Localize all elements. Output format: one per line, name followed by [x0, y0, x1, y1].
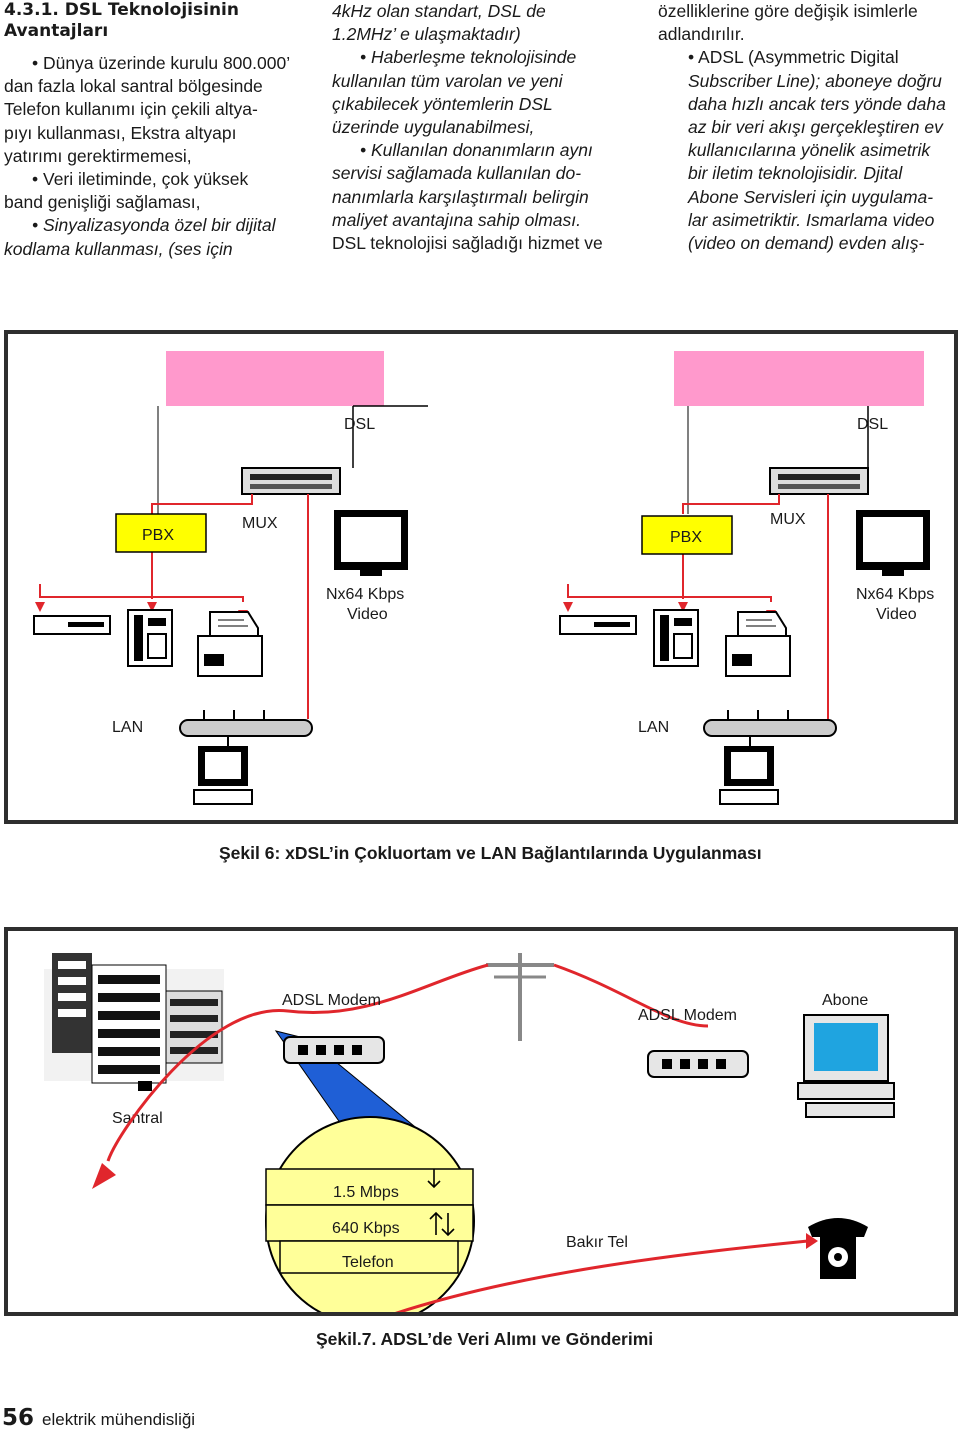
video-rate-label-right: Nx64 Kbps [856, 586, 934, 603]
copper-wire-label: Bakır Tel [566, 1234, 628, 1251]
mux-label-right: MUX [770, 511, 806, 528]
figure-7-diagram: Santral 1.5 Mbps 640 Kbps Telefon [44, 953, 895, 1326]
text-line: • Sinyalizasyonda özel bir dijital [32, 215, 276, 236]
text-line: kodlama kullanması, (ses için [4, 238, 233, 259]
utility-pole-icon [486, 953, 554, 1041]
lan-label-left: LAN [112, 719, 143, 736]
rate-label-upstream: 640 Kbps [332, 1220, 400, 1237]
text-line: kullanılan tüm varolan ve yeni [332, 70, 563, 91]
text-line: 4kHz olan standart, DSL de [332, 1, 546, 21]
text-column-3: özelliklerine göre değişik isimlerle adl… [658, 0, 960, 255]
terminal-device-icon [559, 615, 637, 635]
adsl-modem-icon [283, 1036, 385, 1064]
video-rate-label-left: Nx64 Kbps [326, 586, 404, 603]
band-1 [265, 1168, 474, 1206]
computer-icon [719, 746, 779, 805]
text-line: daha hızlı ancak ters yönde daha [688, 93, 946, 114]
adsl-modem-label-right: ADSL Modem [638, 1007, 737, 1024]
dsl-network-block-left [166, 351, 384, 406]
fax-machine-icon [725, 611, 791, 677]
text-line: Abone Servisleri için uygulama- [688, 186, 934, 207]
arrow-up-down-icon [429, 1211, 455, 1237]
text-line: kullanıcılarına yönelik asimetrik [688, 140, 931, 161]
section-heading: 4.3.1. DSL Teknolojisinin Avantajları [4, 0, 239, 41]
text-line: • ADSL (Asymmetric Digital [688, 47, 899, 68]
video-monitor-icon [856, 510, 930, 576]
text-line: • Kullanılan donanımların aynı [360, 140, 593, 161]
figure-6-caption: Şekil 6: xDSL’in Çokluortam ve LAN Bağla… [219, 843, 762, 863]
terminal-device-icon [33, 615, 111, 635]
text-line: nanımlarla karşılaştırmalı belirgin [332, 186, 589, 207]
pbx-label-left: PBX [142, 527, 174, 544]
pbx-box-left [115, 513, 207, 553]
mux-device-left [241, 467, 341, 495]
text-line: band genişliği sağlaması, [4, 192, 201, 213]
text-line: pıyı kullanması, Ekstra altyapı [4, 122, 237, 143]
dsl-network-block-right [674, 351, 924, 406]
adsl-modem-icon [647, 1050, 749, 1078]
mux-label-left: MUX [242, 515, 278, 532]
dsl-label-left: DSL [344, 416, 375, 433]
arrow-head-right [806, 1233, 818, 1249]
text-line: özelliklerine göre değişik isimlerle [658, 1, 918, 21]
adsl-modem-label-left: ADSL Modem [282, 992, 381, 1009]
telephone-icon [127, 609, 173, 667]
pbx-box-right [641, 515, 733, 555]
copper-wire [106, 963, 809, 1325]
abone-label: Abone [822, 992, 868, 1009]
santral-building-icon [44, 953, 224, 1091]
text-line: Telefon kullanımı için çekili altya- [4, 99, 258, 120]
text-line: 1.2MHz’ e ulaşmaktadır) [332, 24, 521, 45]
figure-7-adsl-data-flow: Santral 1.5 Mbps 640 Kbps Telefon [4, 927, 958, 1326]
text-line: dan fazla lokal santral bölgesinde [4, 76, 263, 97]
text-column-1: 4.3.1. DSL Teknolojisinin Avantajları • … [4, 0, 302, 261]
dsl-label-right: DSL [857, 416, 888, 433]
text-line: • Haberleşme teknolojisinde [360, 47, 577, 68]
text-line: lar asimetriktir. Ismarlama video [688, 209, 935, 230]
arrow-head-left [92, 1163, 116, 1189]
figure-6-xdsl-multimedia-lan: DSL DSL [4, 330, 958, 824]
text-line: Subscriber Line); aboneye doğru [688, 70, 942, 91]
text-line: • Dünya üzerinde kurulu 800.000’ [32, 53, 291, 73]
figure-6-diagram: DSL DSL [33, 351, 934, 805]
text-line: (video on demand) evden alış- [688, 233, 925, 254]
text-line: yatırımı gerektirmemesi, [4, 145, 192, 166]
arrow-down-icon [427, 1169, 441, 1189]
fax-machine-icon [197, 611, 263, 677]
rate-label-downstream: 1.5 Mbps [333, 1184, 399, 1201]
page-footer: 56 elektrik mühendisliği [2, 1405, 195, 1431]
page-number: 56 [2, 1405, 35, 1431]
rate-label-phone: Telefon [342, 1254, 394, 1271]
telephone-icon [808, 1218, 868, 1279]
computer-icon [193, 746, 253, 805]
video-label-left: Video [347, 606, 388, 623]
text-line: servisi sağlamada kullanılan do- [332, 163, 582, 184]
video-label-right: Video [876, 606, 917, 623]
text-line: maliyet avantajına sahip olması. [332, 209, 582, 230]
telephone-icon [653, 609, 699, 667]
text-line: az bir veri akışı gerçekleştiren ev [688, 117, 943, 138]
text-column-2: 4kHz olan standart, DSL de 1.2MHz’ e ula… [332, 0, 632, 255]
journal-name: elektrik mühendisliği [42, 1410, 196, 1429]
red-connection-lines [39, 494, 829, 719]
text-line: bir iletim teknolojisidir. Djital [688, 163, 903, 184]
subscriber-computer-icon [797, 1014, 895, 1118]
band-3 [279, 1240, 459, 1274]
video-monitor-icon [334, 510, 408, 576]
lan-bus-left [179, 710, 313, 746]
text-line: • Veri iletiminde, çok yüksek [32, 169, 249, 190]
figure-7-caption: Şekil.7. ADSL’de Veri Alımı ve Gönderimi [316, 1329, 654, 1349]
text-line: adlandırılır. [658, 24, 745, 45]
text-line: üzerinde uygulanabilmesi, [332, 117, 535, 138]
lan-label-right: LAN [638, 719, 669, 736]
santral-label: Santral [112, 1110, 163, 1127]
pbx-label-right: PBX [670, 529, 702, 546]
text-line: DSL teknolojisi sağladığı hizmet ve [332, 233, 603, 254]
text-line: çıkabilecek yöntemlerin DSL [332, 93, 553, 114]
lan-bus-right [703, 710, 837, 746]
mux-device-right [769, 467, 869, 495]
